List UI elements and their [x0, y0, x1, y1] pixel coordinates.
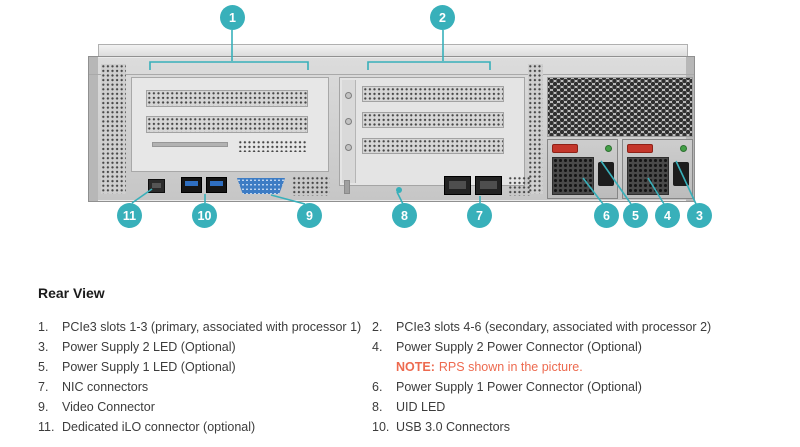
- pcie-slot-cover: [362, 138, 504, 154]
- leader-bracket-1: [149, 30, 309, 70]
- power-supply-2: [622, 139, 693, 199]
- legend-item-text: USB 3.0 Connectors: [396, 420, 510, 434]
- leader-line-11: [131, 188, 153, 204]
- legend-item-text: NIC connectors: [62, 380, 149, 394]
- legend-note-text: NOTE:RPS shown in the picture.: [396, 359, 583, 376]
- legend-item-number: 9.: [38, 400, 49, 414]
- legend-item-11: 11. Dedicated iLO connector (optional): [38, 419, 372, 436]
- callout-4: 4: [655, 203, 680, 228]
- callout-10: 10: [192, 203, 217, 228]
- usb3-port: [181, 177, 202, 193]
- pcie-slot-cover: [146, 116, 308, 133]
- legend-item-text: Video Connector: [62, 400, 155, 414]
- legend-item-4: 4. Power Supply 2 Power Connector (Optio…: [372, 339, 780, 356]
- legend-item-9: 9. Video Connector: [38, 399, 372, 416]
- legend-item-number: 7.: [38, 380, 49, 394]
- legend-heading: Rear View: [38, 285, 105, 301]
- legend-item-number: 3.: [38, 340, 49, 354]
- callout-9: 9: [297, 203, 322, 228]
- legend-item-10: 10. USB 3.0 Connectors: [372, 419, 780, 436]
- legend-item-6: 6. Power Supply 1 Power Connector (Optio…: [372, 379, 780, 396]
- leader-line-6: [582, 177, 604, 205]
- legend-item-number: 5.: [38, 360, 49, 374]
- legend: Rear View 1. PCIe3 slots 1-3 (primary, a…: [38, 285, 780, 436]
- leader-line-5: [600, 160, 632, 205]
- video-connector-port: [237, 178, 285, 194]
- legend-item-number: 11.: [38, 420, 55, 434]
- usb3-port: [206, 177, 227, 193]
- callout-2: 2: [430, 5, 455, 30]
- chassis-seam: [89, 74, 694, 75]
- legend-item-text: Dedicated iLO connector (optional): [62, 420, 256, 434]
- leader-line-4: [647, 177, 665, 205]
- psu-led: [680, 145, 687, 152]
- legend-item-number: 2.: [372, 320, 383, 334]
- legend-item-text: Power Supply 2 Power Connector (Optional…: [396, 340, 642, 354]
- nic-port: [444, 176, 471, 195]
- server-rear-view-illustration: 1 2 3 4 5 6 7 8 9 10 11: [88, 5, 712, 228]
- leader-bracket-2: [367, 30, 491, 70]
- hex-vent: [547, 77, 693, 137]
- callout-5: 5: [623, 203, 648, 228]
- legend-item-text: UID LED: [396, 400, 446, 414]
- psu-led: [605, 145, 612, 152]
- legend-item-number: 10.: [372, 420, 390, 434]
- legend-item-number: 6.: [372, 380, 383, 394]
- chassis-left-flange: [89, 57, 98, 201]
- screw-icon: [345, 92, 352, 99]
- legend-item-1: 1. PCIe3 slots 1-3 (primary, associated …: [38, 319, 372, 336]
- legend-item-8: 8. UID LED: [372, 399, 780, 416]
- uid-led: [396, 187, 402, 193]
- middle-vent: [528, 64, 543, 194]
- callout-1: 1: [220, 5, 245, 30]
- legend-item-text: Power Supply 2 LED (Optional): [62, 340, 236, 354]
- vent-patch: [292, 176, 330, 196]
- legend-item-7: 7. NIC connectors: [38, 379, 372, 396]
- legend-note: NOTE:RPS shown in the picture.: [372, 359, 780, 376]
- callout-3: 3: [687, 203, 712, 228]
- pcie-slot-groove: [152, 142, 228, 147]
- callout-11: 11: [117, 203, 142, 228]
- legend-grid: 1. PCIe3 slots 1-3 (primary, associated …: [38, 319, 780, 436]
- psu-handle: [552, 144, 578, 153]
- legend-item-number: [372, 359, 396, 376]
- pcie-slot-cover: [362, 112, 504, 128]
- callout-8: 8: [392, 203, 417, 228]
- psu-grille: [627, 157, 669, 195]
- psu-grille: [552, 157, 594, 195]
- legend-item-5: 5. Power Supply 1 LED (Optional): [38, 359, 372, 376]
- vent-patch: [508, 176, 532, 196]
- leader-line-8: [396, 191, 404, 205]
- legend-item-number: 4.: [372, 340, 383, 354]
- vent-patch: [238, 140, 306, 152]
- left-vent: [101, 64, 126, 194]
- psu-handle: [627, 144, 653, 153]
- pcie-slot-cover: [362, 86, 504, 102]
- legend-item-text: PCIe3 slots 1-3 (primary, associated wit…: [62, 320, 362, 334]
- legend-item-text: PCIe3 slots 4-6 (secondary, associated w…: [396, 320, 712, 334]
- note-label: NOTE:: [396, 360, 435, 374]
- riser-rail: [342, 80, 356, 183]
- chassis-slot: [344, 180, 350, 194]
- leader-line-3: [675, 160, 697, 205]
- callout-7: 7: [467, 203, 492, 228]
- note-body: RPS shown in the picture.: [438, 360, 583, 374]
- legend-item-text: Power Supply 1 LED (Optional): [62, 360, 236, 374]
- callout-6: 6: [594, 203, 619, 228]
- leader-line-9: [270, 194, 306, 205]
- legend-item-number: 8.: [372, 400, 383, 414]
- psu-power-connector: [598, 162, 614, 186]
- leader-lines: [131, 30, 697, 205]
- legend-item-2: 2. PCIe3 slots 4-6 (secondary, associate…: [372, 319, 780, 336]
- nic-port: [475, 176, 502, 195]
- screw-icon: [345, 144, 352, 151]
- legend-item-text: Power Supply 1 Power Connector (Optional…: [396, 380, 642, 394]
- legend-item-3: 3. Power Supply 2 LED (Optional): [38, 339, 372, 356]
- screw-icon: [345, 118, 352, 125]
- pcie-slot-cover: [146, 90, 308, 107]
- legend-item-number: 1.: [38, 320, 49, 334]
